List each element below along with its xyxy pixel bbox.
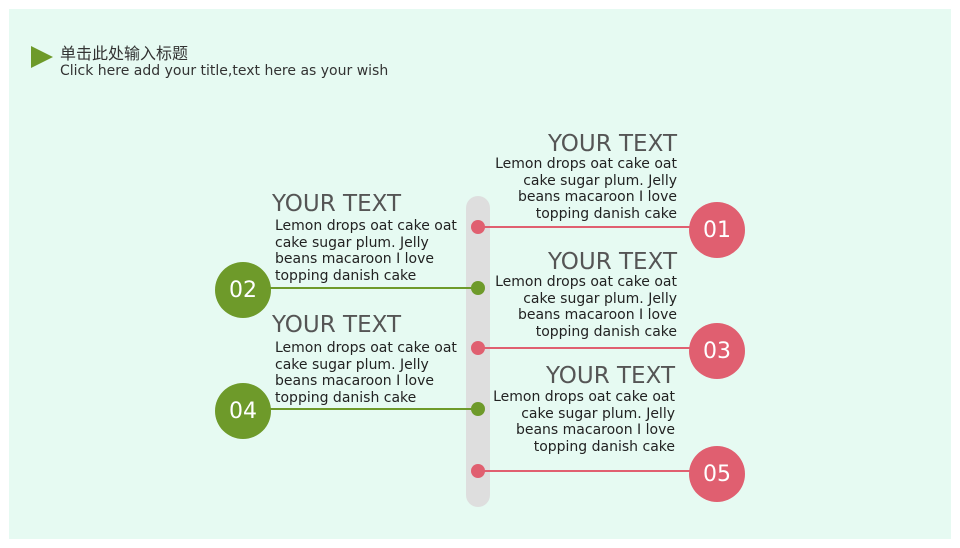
item-text-04: Lemon drops oat cake oat cake sugar plum…	[275, 340, 457, 406]
timeline-dot-02	[471, 281, 485, 295]
item-text-line: beans macaroon I love	[275, 373, 435, 389]
page-title: 单击此处输入标题	[60, 44, 189, 63]
connector-line-01	[478, 226, 700, 228]
item-text-line: topping danish cake	[535, 323, 677, 340]
item-text-line: cake sugar plum. Jelly	[523, 172, 677, 189]
title-triangle-icon	[31, 46, 53, 68]
item-text-01: Lemon drops oat cake oat cake sugar plum…	[495, 156, 677, 222]
item-text-02: Lemon drops oat cake oat cake sugar plum…	[275, 218, 457, 284]
timeline-dot-01	[471, 220, 485, 234]
item-text-line: cake sugar plum. Jelly	[275, 234, 429, 251]
connector-line-05	[478, 470, 700, 472]
item-heading-05: YOUR TEXT	[545, 363, 675, 389]
item-text-line: topping danish cake	[275, 267, 417, 284]
item-heading-02: YOUR TEXT	[272, 191, 402, 217]
timeline-dot-05	[471, 464, 485, 478]
item-text-line: beans macaroon I love	[515, 422, 675, 438]
item-text-line: cake sugar plum. Jelly	[521, 405, 675, 422]
number-badge-04: 04	[215, 383, 271, 439]
item-text-line: topping danish cake	[275, 389, 417, 406]
item-text-03: Lemon drops oat cake oat cake sugar plum…	[495, 274, 677, 340]
timeline-dot-03	[471, 341, 485, 355]
timeline-dot-04	[471, 402, 485, 416]
item-heading-01: YOUR TEXT	[547, 131, 677, 157]
number-badge-02: 02	[215, 262, 271, 318]
number-badge-05: 05	[689, 446, 745, 502]
connector-line-04	[252, 408, 478, 410]
item-text-line: Lemon drops oat cake oat	[275, 218, 457, 234]
item-text-05: Lemon drops oat cake oat cake sugar plum…	[493, 389, 675, 455]
item-text-line: topping danish cake	[535, 205, 677, 222]
item-heading-03: YOUR TEXT	[547, 249, 677, 275]
item-heading-04: YOUR TEXT	[272, 312, 402, 338]
item-text-line: beans macaroon I love	[517, 307, 677, 323]
item-text-line: cake sugar plum. Jelly	[275, 356, 429, 373]
number-badge-03: 03	[689, 323, 745, 379]
number-badge-01: 01	[689, 202, 745, 258]
item-text-line: beans macaroon I love	[517, 189, 677, 205]
item-text-line: Lemon drops oat cake oat	[495, 156, 677, 172]
connector-line-02	[252, 287, 478, 289]
connector-line-03	[478, 347, 700, 349]
item-text-line: cake sugar plum. Jelly	[523, 290, 677, 307]
item-text-line: Lemon drops oat cake oat	[493, 389, 675, 405]
item-text-line: Lemon drops oat cake oat	[495, 274, 677, 290]
page-subtitle: Click here add your title,text here as y…	[60, 63, 389, 79]
item-text-line: topping danish cake	[533, 438, 675, 455]
item-text-line: Lemon drops oat cake oat	[275, 340, 457, 356]
item-text-line: beans macaroon I love	[275, 251, 435, 267]
